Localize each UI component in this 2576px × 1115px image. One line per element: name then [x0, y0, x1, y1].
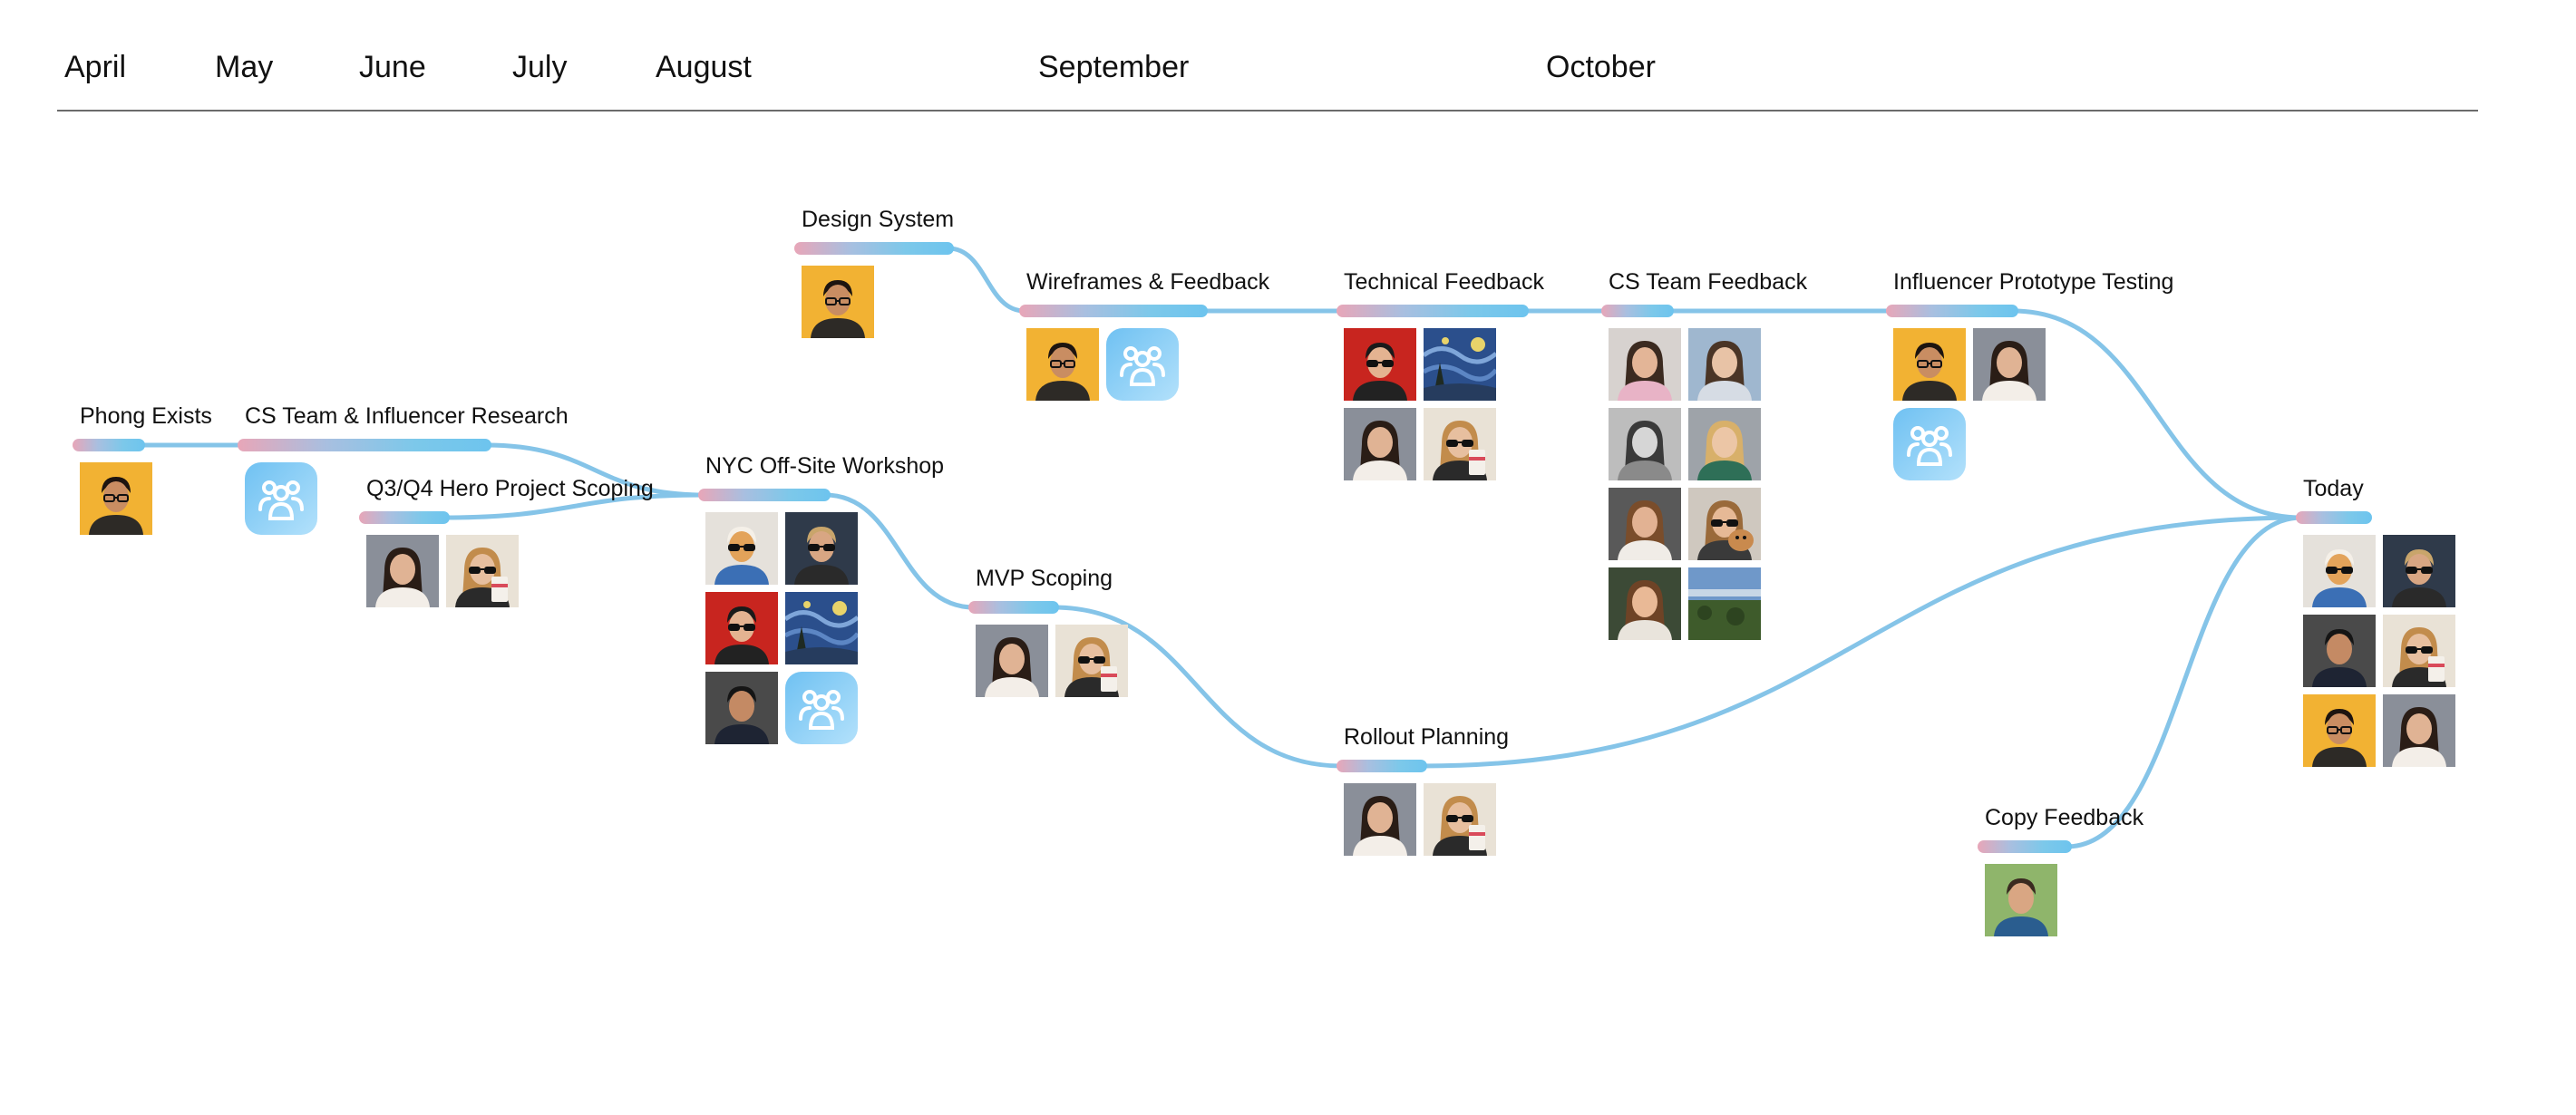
milestone-bar[interactable]	[1978, 840, 2072, 853]
person-woman-dark-hair-icon[interactable]	[1973, 328, 2046, 401]
person-sunglasses-cup-icon[interactable]	[1424, 783, 1496, 856]
person-woman-dark-hair-icon[interactable]	[1344, 408, 1416, 480]
timeline-axis-line	[57, 110, 2478, 112]
person-man-sunglasses-icon[interactable]	[785, 512, 858, 585]
landscape-photo-icon[interactable]	[1688, 567, 1761, 640]
person-man-suit-icon[interactable]	[705, 672, 778, 744]
connector-copy-feedback-to-today	[2064, 515, 2304, 849]
month-label-july: July	[512, 50, 568, 84]
person-man-red-sunglasses-icon[interactable]	[705, 592, 778, 664]
milestone-title: Rollout Planning	[1344, 724, 1510, 750]
person-man-sunglasses-icon[interactable]	[2383, 535, 2455, 607]
person-glasses-yellow-bg-icon[interactable]	[1026, 328, 1099, 401]
person-sunglasses-cup-icon[interactable]	[2383, 615, 2455, 687]
milestone-bar[interactable]	[238, 439, 491, 451]
milestone-avatars	[2303, 535, 2455, 767]
milestone-avatars	[1344, 783, 1496, 856]
person-woman-dark-hair-icon[interactable]	[2383, 694, 2455, 767]
milestone-title: Phong Exists	[80, 403, 212, 429]
milestone-bar[interactable]	[1601, 305, 1674, 317]
person-woman-window-icon[interactable]	[1688, 328, 1761, 401]
person-woman-dark-hair-icon[interactable]	[366, 535, 439, 607]
milestone-bar[interactable]	[73, 439, 145, 451]
person-sunglasses-cup-icon[interactable]	[1424, 408, 1496, 480]
month-label-may: May	[215, 50, 274, 84]
milestone-avatars	[1609, 328, 1761, 640]
team-icon[interactable]	[245, 462, 317, 535]
milestone-title: MVP Scoping	[976, 566, 1113, 591]
milestone-avatars	[1026, 328, 1179, 401]
month-label-september: September	[1038, 50, 1190, 84]
milestone-bar[interactable]	[968, 601, 1059, 614]
person-couple-outdoors-icon[interactable]	[1985, 864, 2057, 936]
milestone-title: Design System	[802, 207, 955, 232]
milestone-title: Wireframes & Feedback	[1026, 269, 1270, 295]
milestone-bar[interactable]	[1886, 305, 2018, 317]
person-glasses-yellow-bg-icon[interactable]	[2303, 694, 2376, 767]
connector-q3q4-hero-project-scoping-to-nyc-offsite-workshop	[442, 492, 706, 520]
person-man-red-sunglasses-icon[interactable]	[1344, 328, 1416, 401]
milestone-title: Influencer Prototype Testing	[1893, 269, 2174, 295]
milestone-bar[interactable]	[698, 489, 831, 501]
month-label-june: June	[359, 50, 426, 84]
person-sunglasses-cup-icon[interactable]	[446, 535, 519, 607]
connector-design-system-to-wireframes-feedback	[946, 246, 1027, 314]
month-label-april: April	[64, 50, 127, 84]
starry-night-painting-icon[interactable]	[785, 592, 858, 664]
connector-cs-team-influencer-research-to-nyc-offsite-workshop	[483, 442, 706, 498]
person-woman-bw-icon[interactable]	[1609, 408, 1681, 480]
milestone-avatars	[366, 535, 519, 607]
milestone-title: NYC Off-Site Workshop	[705, 453, 945, 479]
connector-mvp-scoping-to-rollout-planning	[1051, 605, 1345, 769]
starry-night-painting-icon[interactable]	[1424, 328, 1496, 401]
milestone-bar[interactable]	[794, 242, 954, 255]
person-dog-sunglasses-icon[interactable]	[2303, 535, 2376, 607]
person-woman-pink-icon[interactable]	[1609, 328, 1681, 401]
milestone-title: CS Team & Influencer Research	[245, 403, 569, 429]
team-icon[interactable]	[1106, 328, 1179, 401]
milestone-title: Technical Feedback	[1344, 269, 1544, 295]
milestone-title: Q3/Q4 Hero Project Scoping	[366, 476, 654, 501]
person-sunglasses-dog-icon[interactable]	[1688, 488, 1761, 560]
milestone-avatars	[1344, 328, 1496, 480]
person-sunglasses-cup-icon[interactable]	[1055, 625, 1128, 697]
milestone-title: Copy Feedback	[1985, 805, 2144, 830]
milestone-bar[interactable]	[1337, 760, 1427, 772]
month-label-august: August	[656, 50, 752, 84]
team-icon[interactable]	[1893, 408, 1966, 480]
person-woman-blonde-icon[interactable]	[1688, 408, 1761, 480]
person-woman-smiling-icon[interactable]	[1609, 567, 1681, 640]
person-dog-sunglasses-icon[interactable]	[705, 512, 778, 585]
milestone-title: Today	[2303, 476, 2364, 501]
milestone-avatars	[1893, 328, 2046, 480]
milestone-bar[interactable]	[1337, 305, 1529, 317]
person-glasses-yellow-bg-icon[interactable]	[802, 266, 874, 338]
connector-rollout-planning-to-today	[1419, 515, 2304, 769]
connector-nyc-offsite-workshop-to-mvp-scoping	[822, 492, 977, 610]
milestone-title: CS Team Feedback	[1609, 269, 1808, 295]
connector-influencer-prototype-testing-to-today	[2010, 308, 2304, 520]
milestone-avatars	[705, 512, 858, 744]
person-man-suit-icon[interactable]	[2303, 615, 2376, 687]
milestone-avatars	[245, 462, 397, 535]
person-woman-dark-hair-icon[interactable]	[976, 625, 1048, 697]
milestone-avatars	[1985, 864, 2137, 936]
person-woman-brown-hair-icon[interactable]	[1609, 488, 1681, 560]
person-woman-dark-hair-icon[interactable]	[1344, 783, 1416, 856]
milestone-avatars	[802, 266, 954, 338]
month-label-october: October	[1546, 50, 1656, 84]
milestone-avatars	[80, 462, 232, 535]
milestone-bar[interactable]	[2296, 511, 2372, 524]
person-glasses-yellow-bg-icon[interactable]	[1893, 328, 1966, 401]
milestone-avatars	[976, 625, 1128, 697]
person-glasses-yellow-bg-icon[interactable]	[80, 462, 152, 535]
team-icon[interactable]	[785, 672, 858, 744]
milestone-bar[interactable]	[359, 511, 450, 524]
milestone-bar[interactable]	[1019, 305, 1208, 317]
